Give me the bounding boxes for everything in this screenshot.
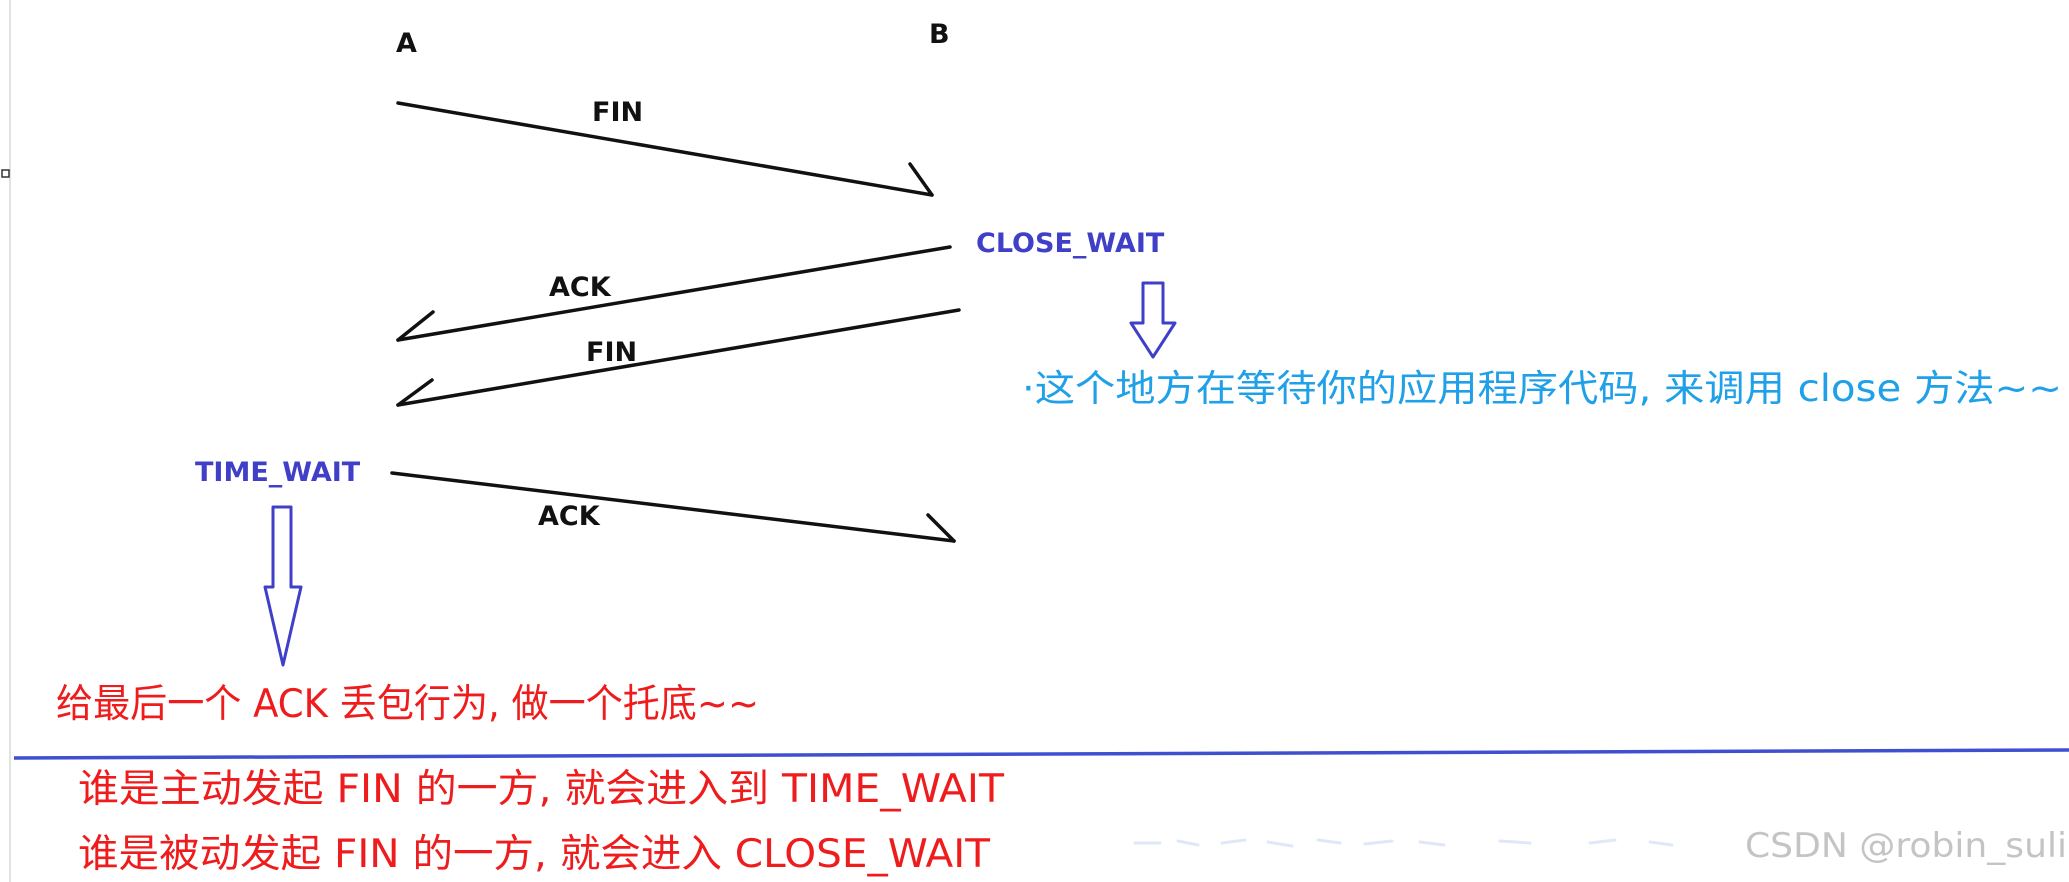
ack-label-1: ACK <box>549 272 612 303</box>
fin-label-2: FIN <box>586 337 637 368</box>
host-a-label: A <box>396 28 417 59</box>
time-wait-state-label: TIME_WAIT <box>195 457 361 488</box>
close-wait-note: ·这个地方在等待你的应用程序代码, 来调用 close 方法~~ <box>1022 367 2062 410</box>
close-wait-down-arrow-icon <box>1129 281 1177 359</box>
time-wait-down-arrow-icon <box>263 505 303 667</box>
fin-label-1: FIN <box>592 97 643 128</box>
time-wait-note: 给最后一个 ACK 丢包行为, 做一个托底~~ <box>56 682 759 727</box>
csdn-watermark: CSDN @robin_suli <box>1745 826 2067 866</box>
resize-handle-icon <box>1 169 10 178</box>
ack-arrow-b-to-a <box>396 245 952 342</box>
fin-arrow-a-to-b <box>396 101 934 197</box>
fin-arrow-b-to-a <box>396 308 961 407</box>
host-b-label: B <box>929 19 950 50</box>
ack-arrow-a-to-b <box>390 471 956 543</box>
close-wait-state-label: CLOSE_WAIT <box>976 228 1165 259</box>
summary-line-1: 谁是主动发起 FIN 的一方, 就会进入到 TIME_WAIT <box>78 767 1004 812</box>
summary-line-2: 谁是被动发起 FIN 的一方, 就会进入 CLOSE_WAIT <box>78 832 990 877</box>
ack-label-2: ACK <box>538 501 601 532</box>
faint-background-strokes <box>1133 838 1674 848</box>
section-divider <box>13 748 2069 760</box>
